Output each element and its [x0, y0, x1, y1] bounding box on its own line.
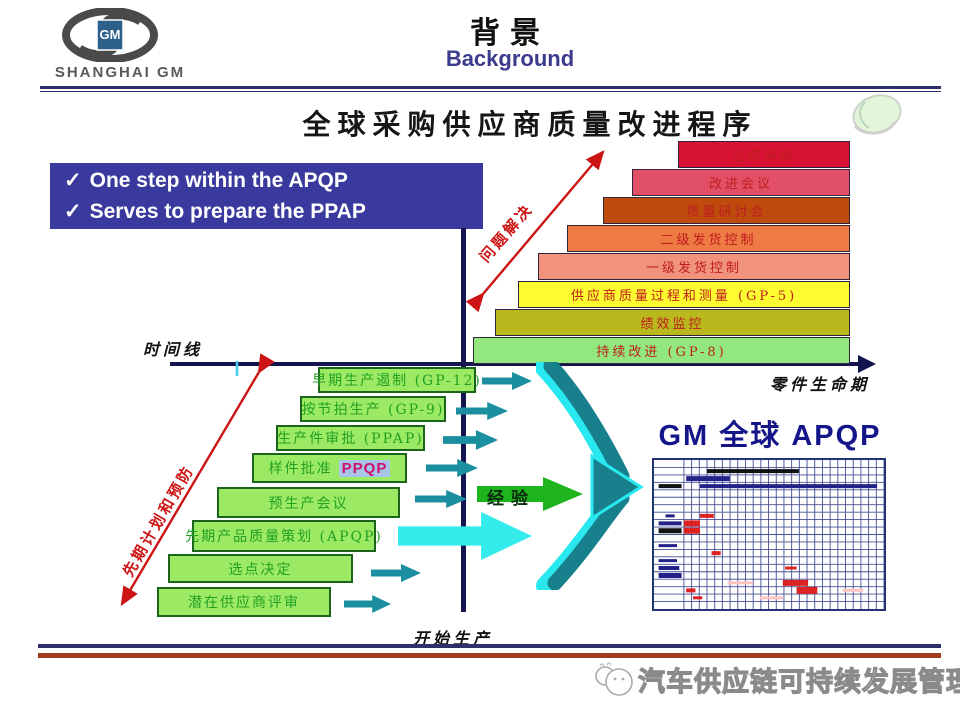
lower-step-label: 预生产会议	[268, 495, 349, 512]
gm-apqp-title: GM 全球 APQP	[658, 420, 882, 452]
diagram-title: 全球采购供应商质量改进程序	[302, 108, 758, 141]
lower-step-2: 按节拍生产 (GP-9)	[300, 396, 446, 422]
callout-line-2: ✓ Serves to prepare the PPAP	[64, 196, 483, 227]
callout-text-2: Serves to prepare the PPAP	[89, 200, 366, 223]
callout-line-1: ✓ One step within the APQP	[64, 165, 483, 196]
shanghai-gm-logo: GM SHANGHAI GM	[50, 8, 190, 81]
upper-step-7: 绩效监控	[495, 309, 850, 336]
lower-step-label: 先期产品质量策划 (APQP)	[185, 529, 383, 545]
lower-step-label: 潜在供应商评审	[188, 595, 300, 611]
lower-step-label: 按节拍生产 (GP-9)	[301, 402, 445, 418]
footer-rule-red	[38, 653, 941, 658]
flow-arrow-icon	[426, 459, 478, 477]
upper-step-4: 二级发货控制	[567, 225, 850, 252]
apqp-gantt-chart	[652, 458, 886, 611]
lower-step-label: 早期生产遏制 (GP-12)	[312, 373, 482, 389]
timeline-axis-arrowhead	[858, 355, 876, 373]
footer-rule-navy	[38, 644, 941, 648]
lower-step-3: 生产件审批 (PPAP)	[276, 425, 425, 451]
part-life-label: 零件生命期	[770, 375, 871, 394]
upper-step-label: 改进会议	[708, 177, 773, 192]
lower-step-label: 生产件审批 (PPAP)	[277, 431, 424, 447]
upper-step-label: 一级发货控制	[645, 261, 742, 276]
vertical-axis	[461, 228, 466, 612]
lower-step-7: 选点决定	[168, 554, 353, 583]
lower-step-5: 预生产会议	[217, 487, 400, 518]
upper-step-6: 供应商质量过程和测量 (GP-5)	[518, 281, 850, 308]
lower-step-4: 样件批准 PPQP	[252, 453, 407, 483]
footer-watermark: 汽车供应链可持续发展管理	[637, 666, 960, 697]
lower-step-label: 选点决定	[228, 561, 293, 578]
lower-step-6: 先期产品质量策划 (APQP)	[185, 520, 381, 552]
lower-step-8: 潜在供应商评审	[157, 587, 331, 617]
flow-arrow-icon	[344, 595, 391, 613]
timeline-label: 时间线	[143, 340, 204, 359]
upper-step-label: 二级发货控制	[660, 233, 757, 248]
header-rule-thin	[40, 91, 941, 92]
flow-arrow-icon	[482, 372, 532, 390]
check-icon: ✓	[64, 169, 82, 192]
header-rule	[40, 86, 941, 89]
upper-step-1: 全球采购	[678, 141, 850, 168]
upper-step-label: 全球采购	[731, 149, 796, 164]
flow-arrow-icon	[443, 430, 498, 450]
upper-step-8: 持续改进 (GP-8)	[473, 337, 850, 364]
apqp-callout: ✓ One step within the APQP ✓ Serves to pre…	[50, 163, 483, 229]
upper-step-label: 持续改进 (GP-8)	[596, 345, 727, 360]
curved-arrow-icon	[536, 362, 644, 590]
upper-step-label: 质量研讨会	[686, 205, 767, 220]
mascot-icon	[595, 662, 633, 696]
upper-step-3: 质量研讨会	[603, 197, 850, 224]
shanghai-gm-logo-icon: GM	[62, 8, 158, 62]
ppqp-highlight: PPQP	[338, 459, 391, 477]
flow-arrow-icon	[415, 490, 467, 508]
logo-text: SHANGHAI GM	[54, 64, 186, 81]
page-title-en: Background	[445, 46, 575, 71]
start-production-label: 开始生产	[413, 629, 494, 648]
problem-solving-label: 问题解决	[475, 199, 537, 266]
upper-step-label: 供应商质量过程和测量 (GP-5)	[570, 289, 798, 304]
timeline-axis	[170, 362, 862, 366]
check-icon: ✓	[64, 200, 82, 223]
flow-arrow-icon	[371, 564, 421, 582]
experience-arrow-icon	[477, 477, 583, 511]
callout-text-1: One step within the APQP	[89, 169, 348, 192]
upper-step-5: 一级发货控制	[538, 253, 850, 280]
globe-watermark-icon	[852, 94, 902, 135]
svg-text:GM: GM	[100, 27, 121, 42]
page-title-cn: 背景	[470, 16, 550, 51]
big-cyan-arrow-icon	[398, 512, 532, 560]
lower-step-label: 样件批准	[268, 461, 333, 477]
flow-arrow-icon	[456, 402, 508, 420]
upper-step-label: 绩效监控	[640, 317, 705, 332]
lower-step-1: 早期生产遏制 (GP-12)	[312, 367, 480, 393]
experience-label: 经验	[487, 489, 535, 509]
upper-step-2: 改进会议	[632, 169, 850, 196]
